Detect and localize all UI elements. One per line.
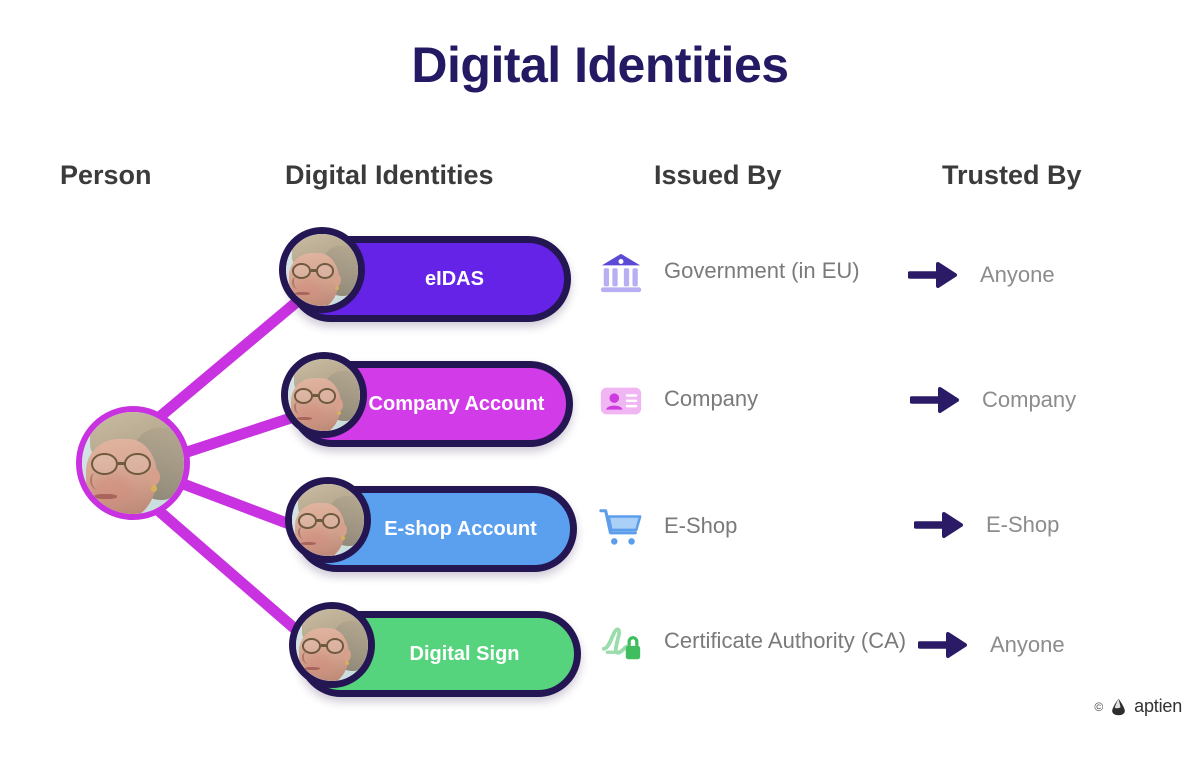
issued-by-cell: Certificate Authority (CA) <box>598 620 906 666</box>
identity-label: Company Account <box>368 392 545 415</box>
trusted-by-label: E-Shop <box>986 512 1060 537</box>
aptien-drop-logo-icon <box>1112 698 1125 716</box>
issued-by-cell: Government (in EU) <box>598 250 860 296</box>
arrow-right-icon <box>908 385 962 415</box>
issued-by-cell: Company <box>598 378 758 424</box>
issued-by-cell: E-Shop <box>598 505 737 551</box>
identity-label: E-shop Account <box>384 517 537 540</box>
issued-by-label: Certificate Authority (CA) <box>664 628 907 653</box>
trusted-by-label: Company <box>982 387 1077 412</box>
identity-label: Digital Sign <box>409 642 520 665</box>
bank-icon <box>598 250 644 296</box>
identity-avatar-2 <box>285 477 371 563</box>
identity-row: Digital Sign <box>289 602 581 697</box>
trusted-by-cell: Anyone <box>906 260 1055 290</box>
trusted-by-label: Anyone <box>990 632 1065 657</box>
arrow-right-icon <box>906 260 960 290</box>
issued-by-label: Company <box>664 386 759 411</box>
identity-avatar-3 <box>289 602 375 688</box>
trusted-by-cell: Anyone <box>916 630 1065 660</box>
trusted-by-label: Anyone <box>980 262 1055 287</box>
identity-label: eIDAS <box>425 267 484 290</box>
identity-row: E-shop Account <box>285 477 577 572</box>
portrait-illustration <box>286 234 358 306</box>
arrow-right-icon <box>916 630 970 660</box>
person-avatar <box>76 406 190 520</box>
column-header-trusted-by: Trusted By <box>942 160 1082 190</box>
brand-name: aptien <box>1134 696 1182 716</box>
portrait-illustration <box>296 609 368 681</box>
connector-line-2 <box>172 409 306 461</box>
trusted-by-cell: Company <box>908 385 1077 415</box>
column-header-issued-by: Issued By <box>654 160 782 190</box>
column-header-identities: Digital Identities <box>285 160 494 190</box>
copyright-symbol: © <box>1094 699 1104 714</box>
portrait-illustration <box>292 484 364 556</box>
identity-avatar-0 <box>279 227 365 313</box>
id-card-icon <box>598 378 644 424</box>
portrait-illustration <box>82 412 184 514</box>
identity-row: eIDAS <box>279 227 571 322</box>
trusted-by-cell: E-Shop <box>912 510 1060 540</box>
column-header-person: Person <box>60 160 152 190</box>
identity-row: Company Account <box>281 352 573 447</box>
arrow-right-icon <box>912 510 966 540</box>
signature-lock-icon <box>598 620 644 666</box>
portrait-illustration <box>288 359 360 431</box>
issued-by-label: Government (in EU) <box>664 258 860 283</box>
footer-logo: © aptien <box>1094 696 1182 717</box>
identity-avatar-1 <box>281 352 367 438</box>
issued-by-label: E-Shop <box>664 513 738 538</box>
shopping-cart-icon <box>598 505 644 551</box>
page-title: Digital Identities <box>411 37 789 93</box>
